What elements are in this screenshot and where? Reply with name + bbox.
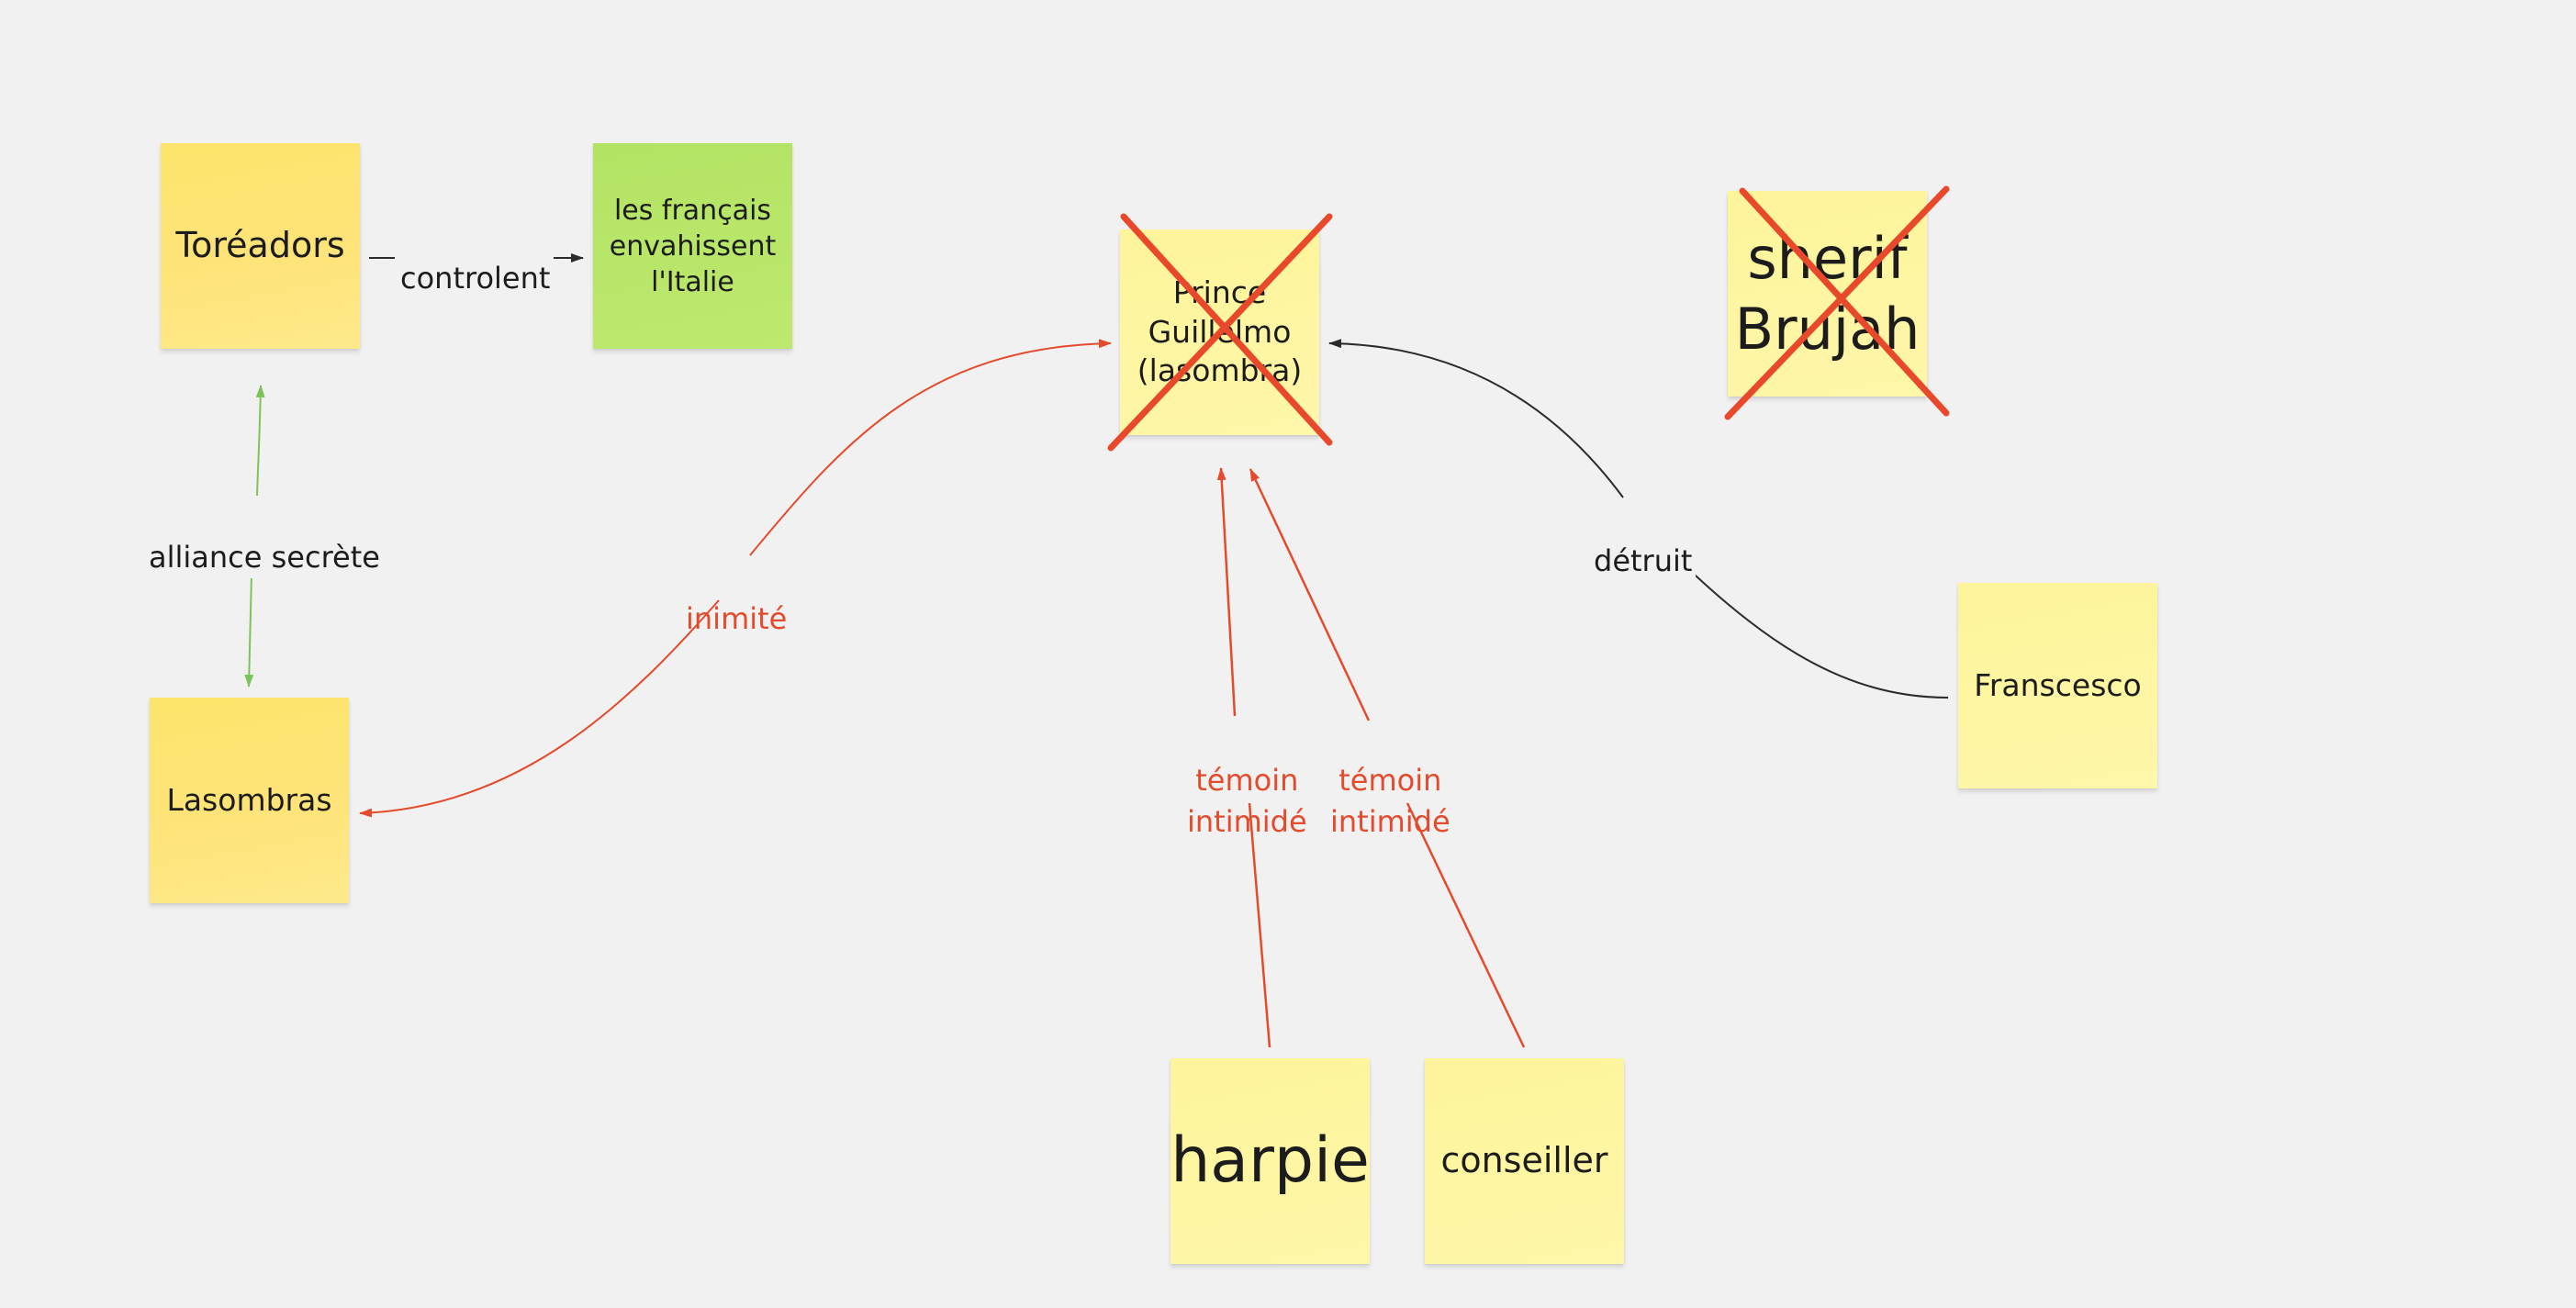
connector-temoin-1-upper[interactable] <box>1216 467 1237 717</box>
connector-inimite-upper[interactable] <box>749 339 1112 556</box>
connector-label-controlent[interactable]: controlent <box>397 217 554 299</box>
connector-detruit-upper[interactable] <box>1328 339 1624 498</box>
sticky-note-les-francais[interactable]: les français envahissent l'Italie <box>593 143 792 349</box>
connector-detruit-lower[interactable] <box>1659 541 1949 699</box>
connector-temoin-2-lower[interactable] <box>1406 802 1526 1048</box>
sticky-note-franscesco[interactable]: Franscesco <box>1958 583 2157 788</box>
sticky-note-sherif-brujah[interactable]: sherif Brujah <box>1728 191 1927 397</box>
connector-temoin-2-upper[interactable] <box>1249 468 1371 721</box>
sticky-note-text: les français envahissent l'Italie <box>609 194 777 298</box>
sticky-note-lasombras[interactable]: Lasombras <box>150 698 349 903</box>
sticky-note-text: sherif Brujah <box>1734 224 1921 363</box>
connector-label-alliance-secrete[interactable]: alliance secrète <box>145 496 384 578</box>
connector-label-temoin-intimide-1[interactable]: témoin intimidé <box>1183 719 1311 842</box>
connector-label-text: témoin intimidé <box>1187 762 1307 839</box>
connector-inimite-lower[interactable] <box>359 599 720 818</box>
connector-label-text: détruit <box>1594 542 1693 578</box>
connector-label-detruit[interactable]: détruit <box>1590 499 1697 582</box>
sticky-note-text: harpie <box>1170 1124 1370 1197</box>
connector-temoin-1-lower[interactable] <box>1248 802 1271 1048</box>
connector-label-temoin-intimide-2[interactable]: témoin intimidé <box>1327 719 1454 842</box>
connector-alliance-up[interactable] <box>255 385 265 497</box>
sticky-note-toreadors[interactable]: Toréadors <box>161 143 360 349</box>
sticky-note-prince-guillelmo[interactable]: Prince Guillelmo (lasombra) <box>1120 229 1319 435</box>
sticky-note-text: Prince Guillelmo (lasombra) <box>1137 274 1303 389</box>
connector-label-text: controlent <box>400 260 551 296</box>
sticky-note-text: Toréadors <box>175 225 345 266</box>
connector-label-text: inimité <box>686 600 788 636</box>
sticky-note-conseiller[interactable]: conseiller <box>1425 1058 1624 1264</box>
connector-label-text: alliance secrète <box>149 539 380 575</box>
sticky-note-harpie[interactable]: harpie <box>1170 1058 1370 1264</box>
sticky-note-text: conseiller <box>1440 1140 1608 1181</box>
sticky-note-text: Franscesco <box>1974 666 2142 703</box>
connector-label-text: témoin intimidé <box>1330 762 1450 839</box>
connector-label-inimite[interactable]: inimité <box>682 557 790 640</box>
connector-alliance-down[interactable] <box>244 574 254 688</box>
sticky-note-text: Lasombras <box>166 781 332 818</box>
